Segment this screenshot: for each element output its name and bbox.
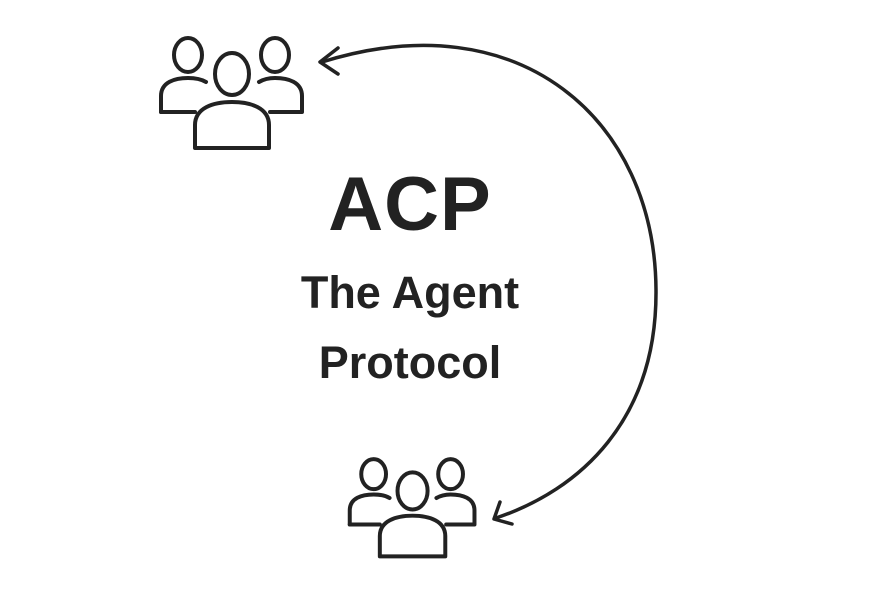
people-group-icon [159, 36, 304, 150]
diagram-subtitle-line2: Protocol [318, 337, 502, 388]
arrowhead-top [318, 46, 340, 76]
curved-connector [320, 43, 658, 520]
diagram-subtitle-line1: The Agent [300, 267, 520, 318]
arrowhead-bottom [492, 500, 514, 526]
people-group-icon [347, 457, 477, 559]
diagram-title: ACP [328, 162, 492, 247]
